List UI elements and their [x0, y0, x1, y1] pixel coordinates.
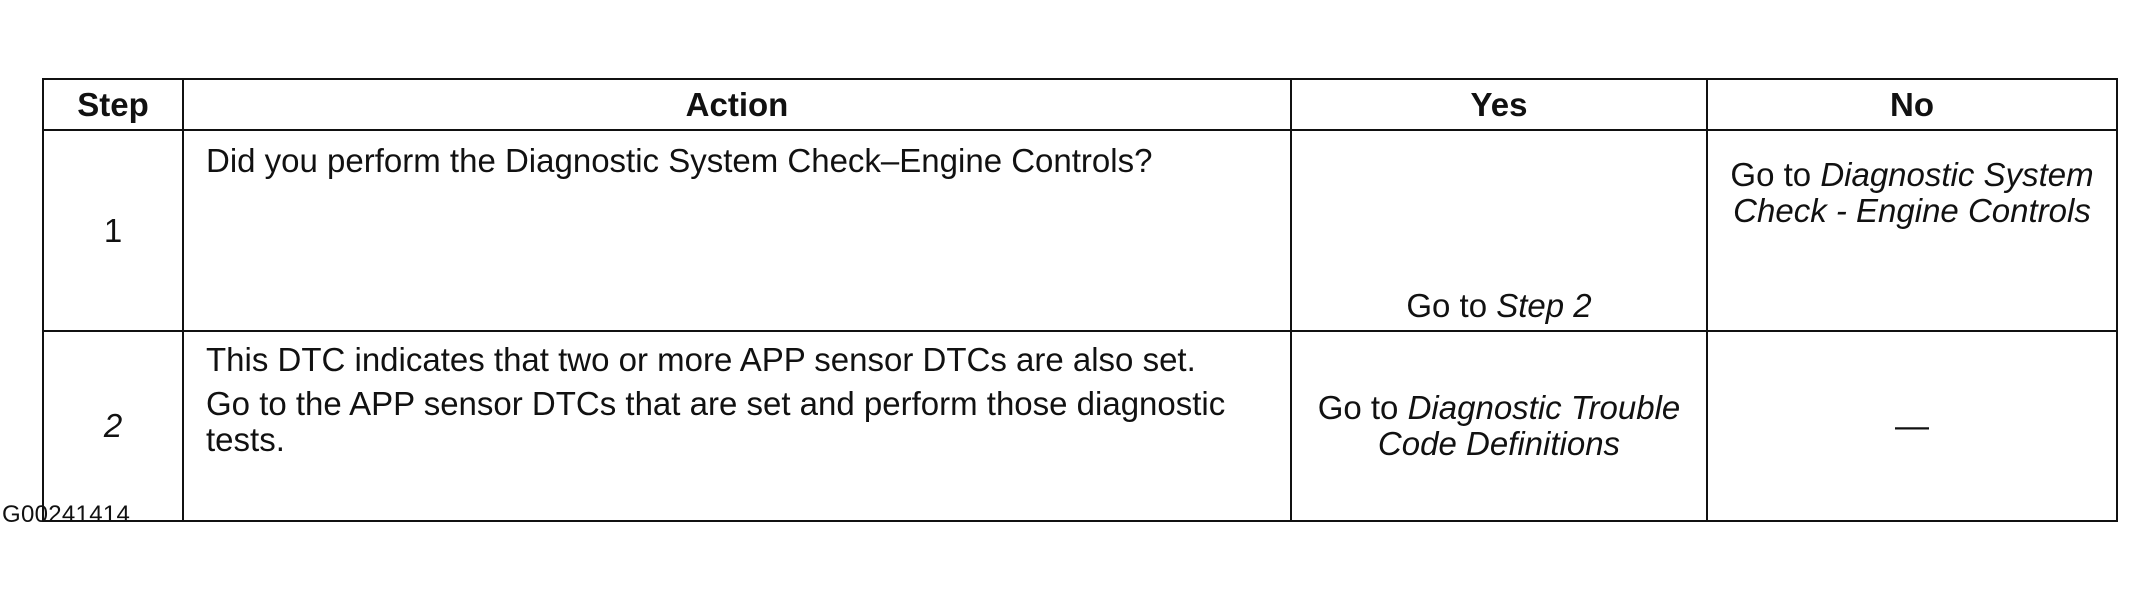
diagnostic-table: Step Action Yes No 1 Did you perform the… — [42, 78, 2118, 522]
table-row: 1 Did you perform the Diagnostic System … — [42, 129, 2118, 332]
action-cell: Did you perform the Diagnostic System Ch… — [182, 129, 1292, 332]
header-yes: Yes — [1290, 78, 1708, 131]
step-number: 2 — [42, 330, 184, 522]
table-header-row: Step Action Yes No — [42, 78, 2118, 131]
no-cell: — — [1706, 330, 2118, 522]
no-reference: Diagnostic System Check - Engine Control… — [1733, 156, 2094, 229]
action-text: This DTC indicates that two or more APP … — [206, 341, 1196, 378]
header-action: Action — [182, 78, 1292, 131]
yes-prefix: Go to — [1406, 287, 1497, 324]
yes-cell: Go to Diagnostic Trouble Code Definition… — [1290, 330, 1708, 522]
yes-prefix: Go to — [1317, 389, 1408, 426]
figure-id: G00241414 — [2, 501, 131, 528]
header-step: Step — [42, 78, 184, 131]
yes-reference: Step 2 — [1496, 287, 1592, 324]
action-text: Go to the APP sensor DTCs that are set a… — [206, 385, 1226, 458]
yes-cell: Go to Step 2 — [1290, 129, 1708, 332]
no-prefix: Go to — [1730, 156, 1821, 193]
step-number: 1 — [42, 129, 184, 332]
header-no: No — [1706, 78, 2118, 131]
no-cell: Go to Diagnostic System Check - Engine C… — [1706, 129, 2118, 332]
no-dash: — — [1895, 407, 1929, 445]
yes-reference: Diagnostic Trouble Code Definitions — [1377, 389, 1681, 462]
action-cell: This DTC indicates that two or more APP … — [182, 330, 1292, 522]
table-row: 2 This DTC indicates that two or more AP… — [42, 330, 2118, 522]
action-text: Did you perform the Diagnostic System Ch… — [206, 142, 1153, 179]
